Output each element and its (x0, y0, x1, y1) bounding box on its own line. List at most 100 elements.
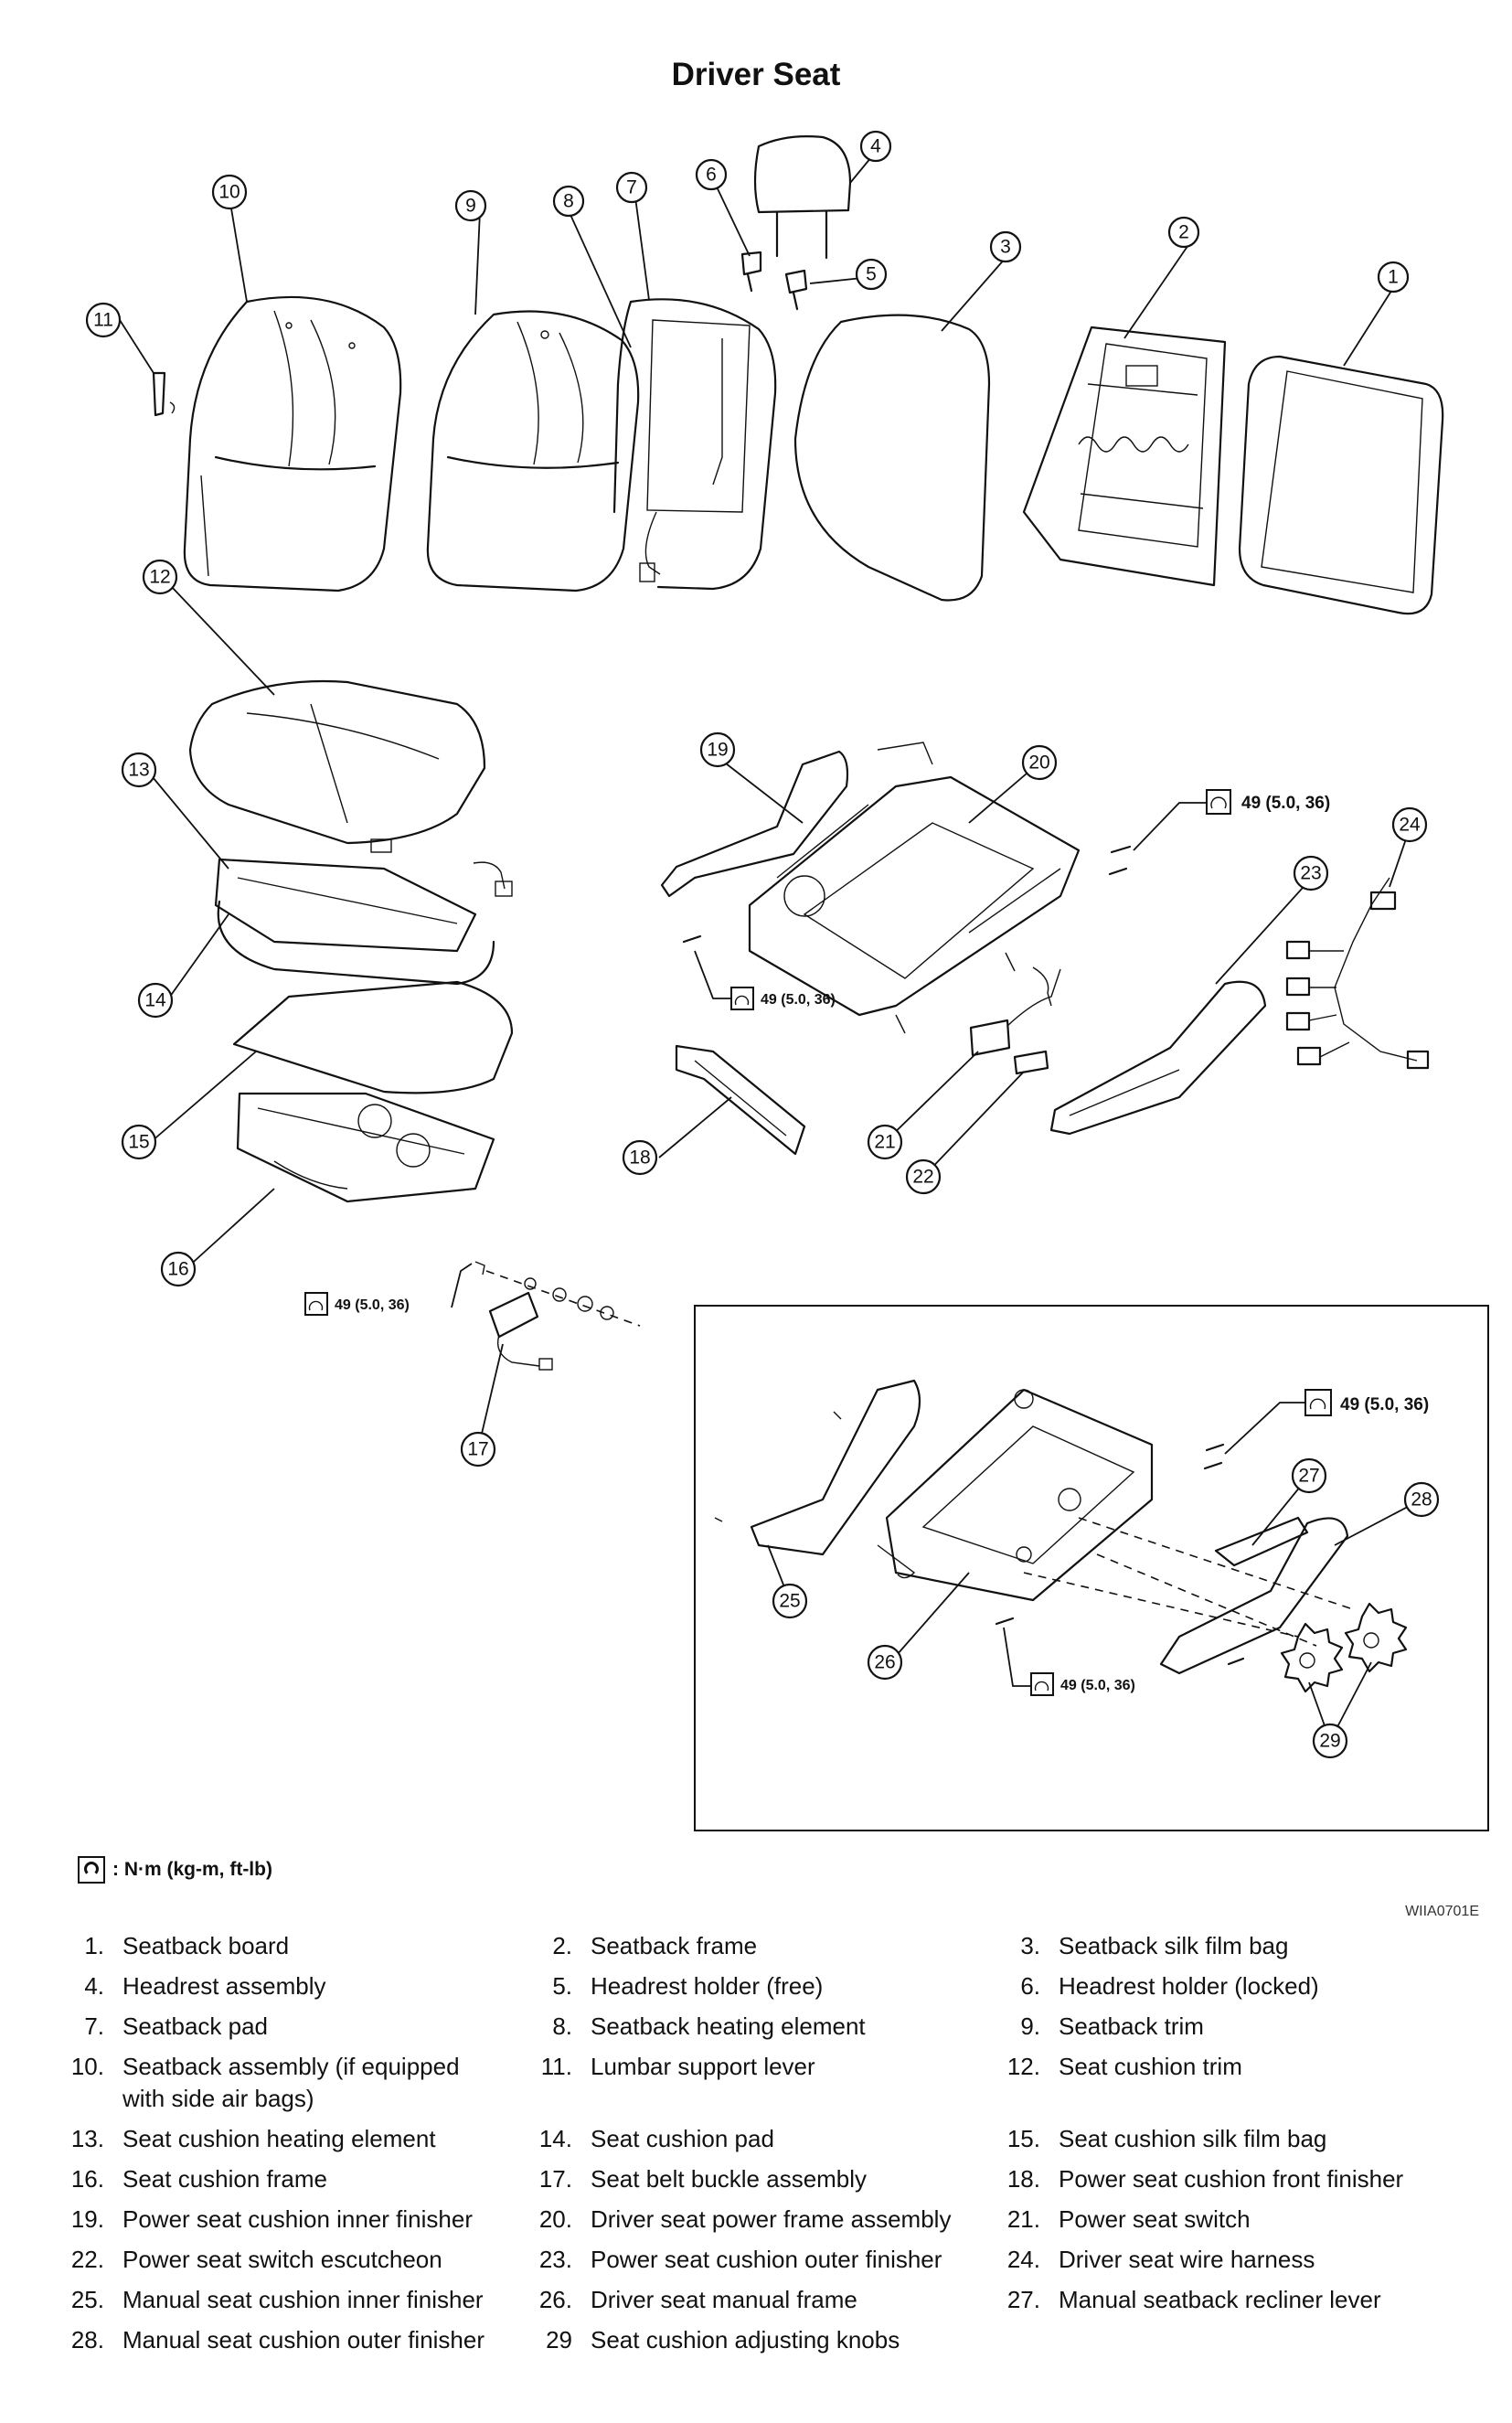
part-label: Seat cushion silk film bag (1059, 2125, 1327, 2152)
svg-text:49 (5.0, 36): 49 (5.0, 36) (1060, 1678, 1135, 1693)
svg-text:25: 25 (779, 1591, 800, 1612)
part-number: 6. (1020, 1972, 1040, 2000)
part-label: Manual seatback recliner lever (1059, 2286, 1381, 2313)
torque-label-seat-belt: 49 (5.0, 36) (304, 1292, 410, 1316)
torque-label-upper-right: 49 (5.0, 36) (1206, 789, 1330, 815)
part-label: Manual seat cushion outer finisher (122, 2326, 485, 2354)
part-label: Driver seat manual frame (591, 2286, 857, 2313)
part-number: 5. (552, 1972, 572, 2000)
callout-4: 4 (859, 130, 892, 163)
callout-20: 20 (1021, 744, 1058, 781)
part-number: 26. (538, 2286, 572, 2313)
power-seat-switch-drawing (969, 968, 1061, 1075)
part-number: 4. (84, 1972, 104, 2000)
callout-12: 12 (142, 559, 178, 595)
part-number: 18. (1006, 2165, 1040, 2193)
manual-recliner-lever-drawing (1214, 1516, 1309, 1567)
part-label: Driver seat wire harness (1059, 2246, 1315, 2273)
leader-lines (119, 151, 1422, 1742)
svg-text:12: 12 (149, 567, 170, 588)
torque-label-manual-upper: 49 (5.0, 36) (1304, 1389, 1429, 1416)
part-number: 23. (538, 2246, 572, 2273)
svg-text:15: 15 (128, 1132, 149, 1153)
manual-outer-finisher-drawing (1159, 1517, 1349, 1675)
callout-29: 29 (1312, 1723, 1348, 1759)
part-label: Seat cushion pad (591, 2125, 774, 2152)
part-label: Seatback assembly (if equipped with side… (122, 2053, 460, 2112)
torque-wrench-icon (78, 1856, 105, 1884)
callout-17: 17 (460, 1431, 496, 1468)
callout-2: 2 (1167, 216, 1200, 249)
part-label: Manual seat cushion inner finisher (122, 2286, 484, 2313)
seat-cushion-pad-drawing (217, 900, 495, 986)
svg-text:16: 16 (167, 1259, 188, 1280)
svg-text:49 (5.0, 36): 49 (5.0, 36) (1340, 1395, 1429, 1414)
svg-text:23: 23 (1300, 863, 1321, 884)
svg-text:10: 10 (218, 182, 240, 203)
part-number: 22. (70, 2246, 104, 2273)
part-label: Lumbar support lever (591, 2053, 815, 2080)
part-label: Seatback trim (1059, 2012, 1204, 2040)
callout-13: 13 (121, 752, 157, 788)
callout-18: 18 (622, 1139, 658, 1176)
svg-text:19: 19 (707, 740, 728, 761)
headrest-drawing (740, 135, 852, 311)
manual-frame-drawing (877, 1388, 1154, 1602)
svg-text:13: 13 (128, 760, 149, 781)
callout-25: 25 (772, 1583, 808, 1619)
seat-cushion-silk-film-bag-drawing (232, 980, 514, 1094)
part-label: Power seat cushion front finisher (1059, 2165, 1404, 2193)
part-number: 9. (1020, 2012, 1040, 2040)
part-label: Seatback board (122, 1932, 290, 1959)
part-number: 19. (70, 2205, 104, 2233)
svg-text:28: 28 (1411, 1489, 1432, 1510)
svg-text:11: 11 (93, 310, 113, 331)
callout-1: 1 (1377, 261, 1410, 294)
svg-text:21: 21 (874, 1132, 895, 1153)
figure-code: WIIA0701E (1405, 1904, 1479, 1919)
svg-text:24: 24 (1399, 815, 1421, 836)
seatback-frame-drawing (1022, 326, 1227, 587)
svg-text:5: 5 (866, 264, 877, 285)
callout-21: 21 (867, 1124, 903, 1160)
callout-22: 22 (905, 1158, 942, 1195)
part-number: 17. (538, 2165, 572, 2193)
page-title: Driver Seat (671, 57, 841, 92)
manual-frame-inset-box (694, 1305, 1489, 1831)
callout-6: 6 (695, 158, 728, 191)
svg-text:27: 27 (1298, 1466, 1319, 1487)
seatback-board-drawing (1238, 355, 1444, 615)
svg-text:49 (5.0, 36): 49 (5.0, 36) (761, 992, 836, 1008)
seatback-assembly-drawing (183, 295, 402, 592)
parts-list-row: 25. Manual seat cushion inner finisher 26.… (37, 2281, 1441, 2322)
part-label: Seat cushion heating element (122, 2125, 436, 2152)
part-number: 8. (552, 2012, 572, 2040)
part-label: Power seat switch escutcheon (122, 2246, 442, 2273)
manual-inner-finisher-drawing (714, 1379, 921, 1556)
part-label: Power seat switch (1059, 2205, 1251, 2233)
callout-26: 26 (867, 1644, 903, 1681)
power-frame-drawing (748, 742, 1081, 1034)
svg-text:26: 26 (874, 1652, 895, 1673)
part-label: Seat cushion frame (122, 2165, 328, 2193)
callout-23: 23 (1293, 855, 1329, 891)
seatback-pad-drawing (612, 298, 777, 591)
part-number: 12. (1006, 2053, 1040, 2080)
svg-text:4: 4 (870, 136, 881, 157)
power-frame-bolts-drawing (682, 845, 1132, 944)
callout-9: 9 (454, 189, 487, 222)
part-label: Headrest holder (locked) (1059, 1972, 1319, 2000)
part-number: 25. (70, 2286, 104, 2313)
wire-harness-drawing (1285, 877, 1430, 1070)
callout-15: 15 (121, 1124, 157, 1160)
part-label: Power seat cushion outer finisher (591, 2246, 942, 2273)
part-label: Seatback heating element (591, 2012, 866, 2040)
part-number: 13. (70, 2125, 104, 2152)
